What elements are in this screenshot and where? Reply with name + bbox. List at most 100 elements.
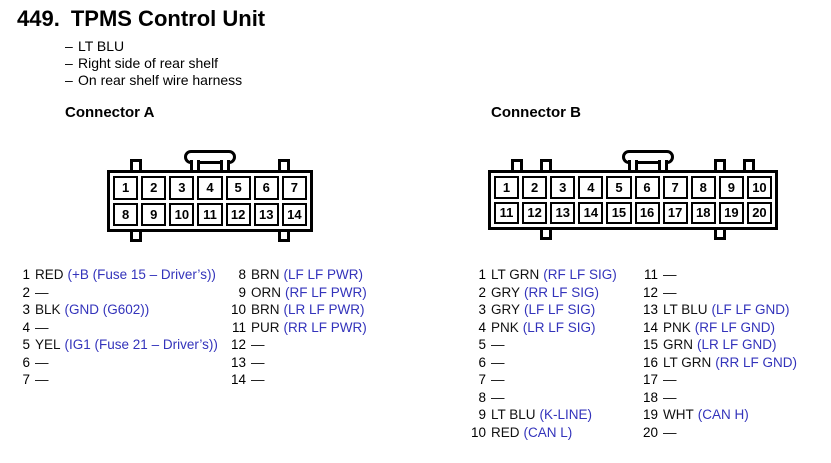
pin-wire-color: — xyxy=(35,319,49,335)
pin-cell: 19 xyxy=(718,201,744,224)
note-text: LT BLU xyxy=(78,38,125,54)
pin-number: 8 xyxy=(238,267,246,282)
pin-cell: 12 xyxy=(225,202,251,226)
pin-number: 11 xyxy=(231,319,246,335)
pin-cell: 6 xyxy=(253,176,279,200)
pin-wire-color: RED xyxy=(35,267,64,282)
pin-number: 13 xyxy=(230,354,246,370)
pin-wire-color: — xyxy=(663,284,677,300)
pin-list-row: 12— xyxy=(642,284,797,302)
pin-cell: 5 xyxy=(225,176,251,200)
pin-number: 1 xyxy=(22,267,30,282)
connector-latch-leg xyxy=(220,160,230,170)
pin-list-row: 8— xyxy=(470,389,617,407)
pin-number: 14 xyxy=(230,372,246,387)
pin-wire-color: GRY xyxy=(491,302,521,317)
section-title: TPMS Control Unit xyxy=(70,6,266,31)
pin-wire-color: BRN xyxy=(251,267,280,282)
pin-cell: 5 xyxy=(606,176,632,199)
pin-list-row: 7— xyxy=(470,371,617,389)
pin-signal: (RR LF PWR) xyxy=(283,319,367,335)
connector-tab-icon xyxy=(714,229,726,240)
pin-wire-color: — xyxy=(251,337,265,352)
pin-number: 8 xyxy=(478,389,486,405)
pin-wire-color: BRN xyxy=(251,302,280,317)
pin-list-row: 5— xyxy=(470,336,617,354)
pin-signal: (+B (Fuse 15 – Driver’s)) xyxy=(67,267,216,282)
pin-signal: (K-LINE) xyxy=(539,407,593,422)
pin-number: 18 xyxy=(642,389,658,405)
pin-wire-color: PNK xyxy=(491,319,519,335)
pin-cell: 9 xyxy=(141,202,167,226)
pin-signal: (GND (G602)) xyxy=(64,302,150,317)
pin-number: 6 xyxy=(22,354,30,370)
pin-cell: 11 xyxy=(197,202,223,226)
connector-tab-icon xyxy=(277,231,290,242)
pin-number: 9 xyxy=(238,284,246,300)
pin-wire-color: — xyxy=(251,372,265,387)
pin-cell: 10 xyxy=(169,202,195,226)
pin-wire-color: GRY xyxy=(491,284,521,300)
pin-number: 11 xyxy=(643,267,658,282)
pin-number: 4 xyxy=(22,319,30,335)
pin-wire-color: LT GRN xyxy=(663,354,712,370)
pin-wire-color: BLK xyxy=(35,302,61,317)
pin-number: 5 xyxy=(478,337,486,352)
pin-number: 7 xyxy=(22,372,30,387)
pin-cell: 20 xyxy=(746,201,772,224)
pin-cell: 7 xyxy=(281,176,307,200)
pin-wire-color: — xyxy=(663,372,677,387)
pin-list-row: 1 RED(+B (Fuse 15 – Driver’s)) xyxy=(14,266,218,284)
pin-cell: 4 xyxy=(578,176,604,199)
pin-wire-color: LT BLU xyxy=(491,407,536,422)
pin-number: 13 xyxy=(642,302,658,317)
pin-signal: (LF LF SIG) xyxy=(524,302,596,317)
pin-cell: 11 xyxy=(494,201,520,224)
pin-number: 6 xyxy=(478,354,486,370)
connector-latch-leg xyxy=(190,160,200,170)
connector-a-pinlist-col1: 1 RED(+B (Fuse 15 – Driver’s)) 2 — 3 BLK(GND … xyxy=(14,266,218,389)
pin-number: 15 xyxy=(642,337,658,352)
pin-wire-color: LT GRN xyxy=(491,267,540,282)
pin-wire-color: — xyxy=(251,354,265,370)
note-line: –LT BLU xyxy=(65,38,242,55)
pin-number: 1 xyxy=(478,267,486,282)
pin-cell: 17 xyxy=(662,201,688,224)
pin-signal: (CAN H) xyxy=(697,407,749,422)
pin-number: 3 xyxy=(22,302,30,317)
pin-cell: 6 xyxy=(634,176,660,199)
pin-wire-color: PUR xyxy=(251,319,280,335)
pin-wire-color: — xyxy=(491,337,505,352)
pin-wire-color: — xyxy=(663,267,677,282)
pin-cell: 1 xyxy=(113,176,139,200)
pin-cell: 10 xyxy=(746,176,772,199)
pin-signal: (RF LF PWR) xyxy=(285,284,367,300)
pin-signal: (RR LF GND) xyxy=(715,354,798,370)
pin-list-row: 9 LT BLU(K-LINE) xyxy=(470,406,617,424)
pin-list-row: 3 BLK(GND (G602)) xyxy=(14,301,218,319)
pin-cell: 16 xyxy=(634,201,660,224)
pin-number: 2 xyxy=(478,284,486,300)
pin-list-row: 13 — xyxy=(230,354,367,372)
pin-number: 9 xyxy=(478,407,486,422)
connector-latch-leg xyxy=(627,160,638,170)
pin-signal: (LF LF GND) xyxy=(711,302,790,317)
pin-list-row: 20— xyxy=(642,424,797,442)
pin-cell: 2 xyxy=(522,176,548,199)
pin-list-row: 12— xyxy=(230,336,367,354)
pin-list-row: 14 — xyxy=(230,371,367,389)
connector-latch-leg xyxy=(657,160,668,170)
pin-number: 2 xyxy=(22,284,30,300)
connector-b-label: Connector B xyxy=(491,104,581,121)
